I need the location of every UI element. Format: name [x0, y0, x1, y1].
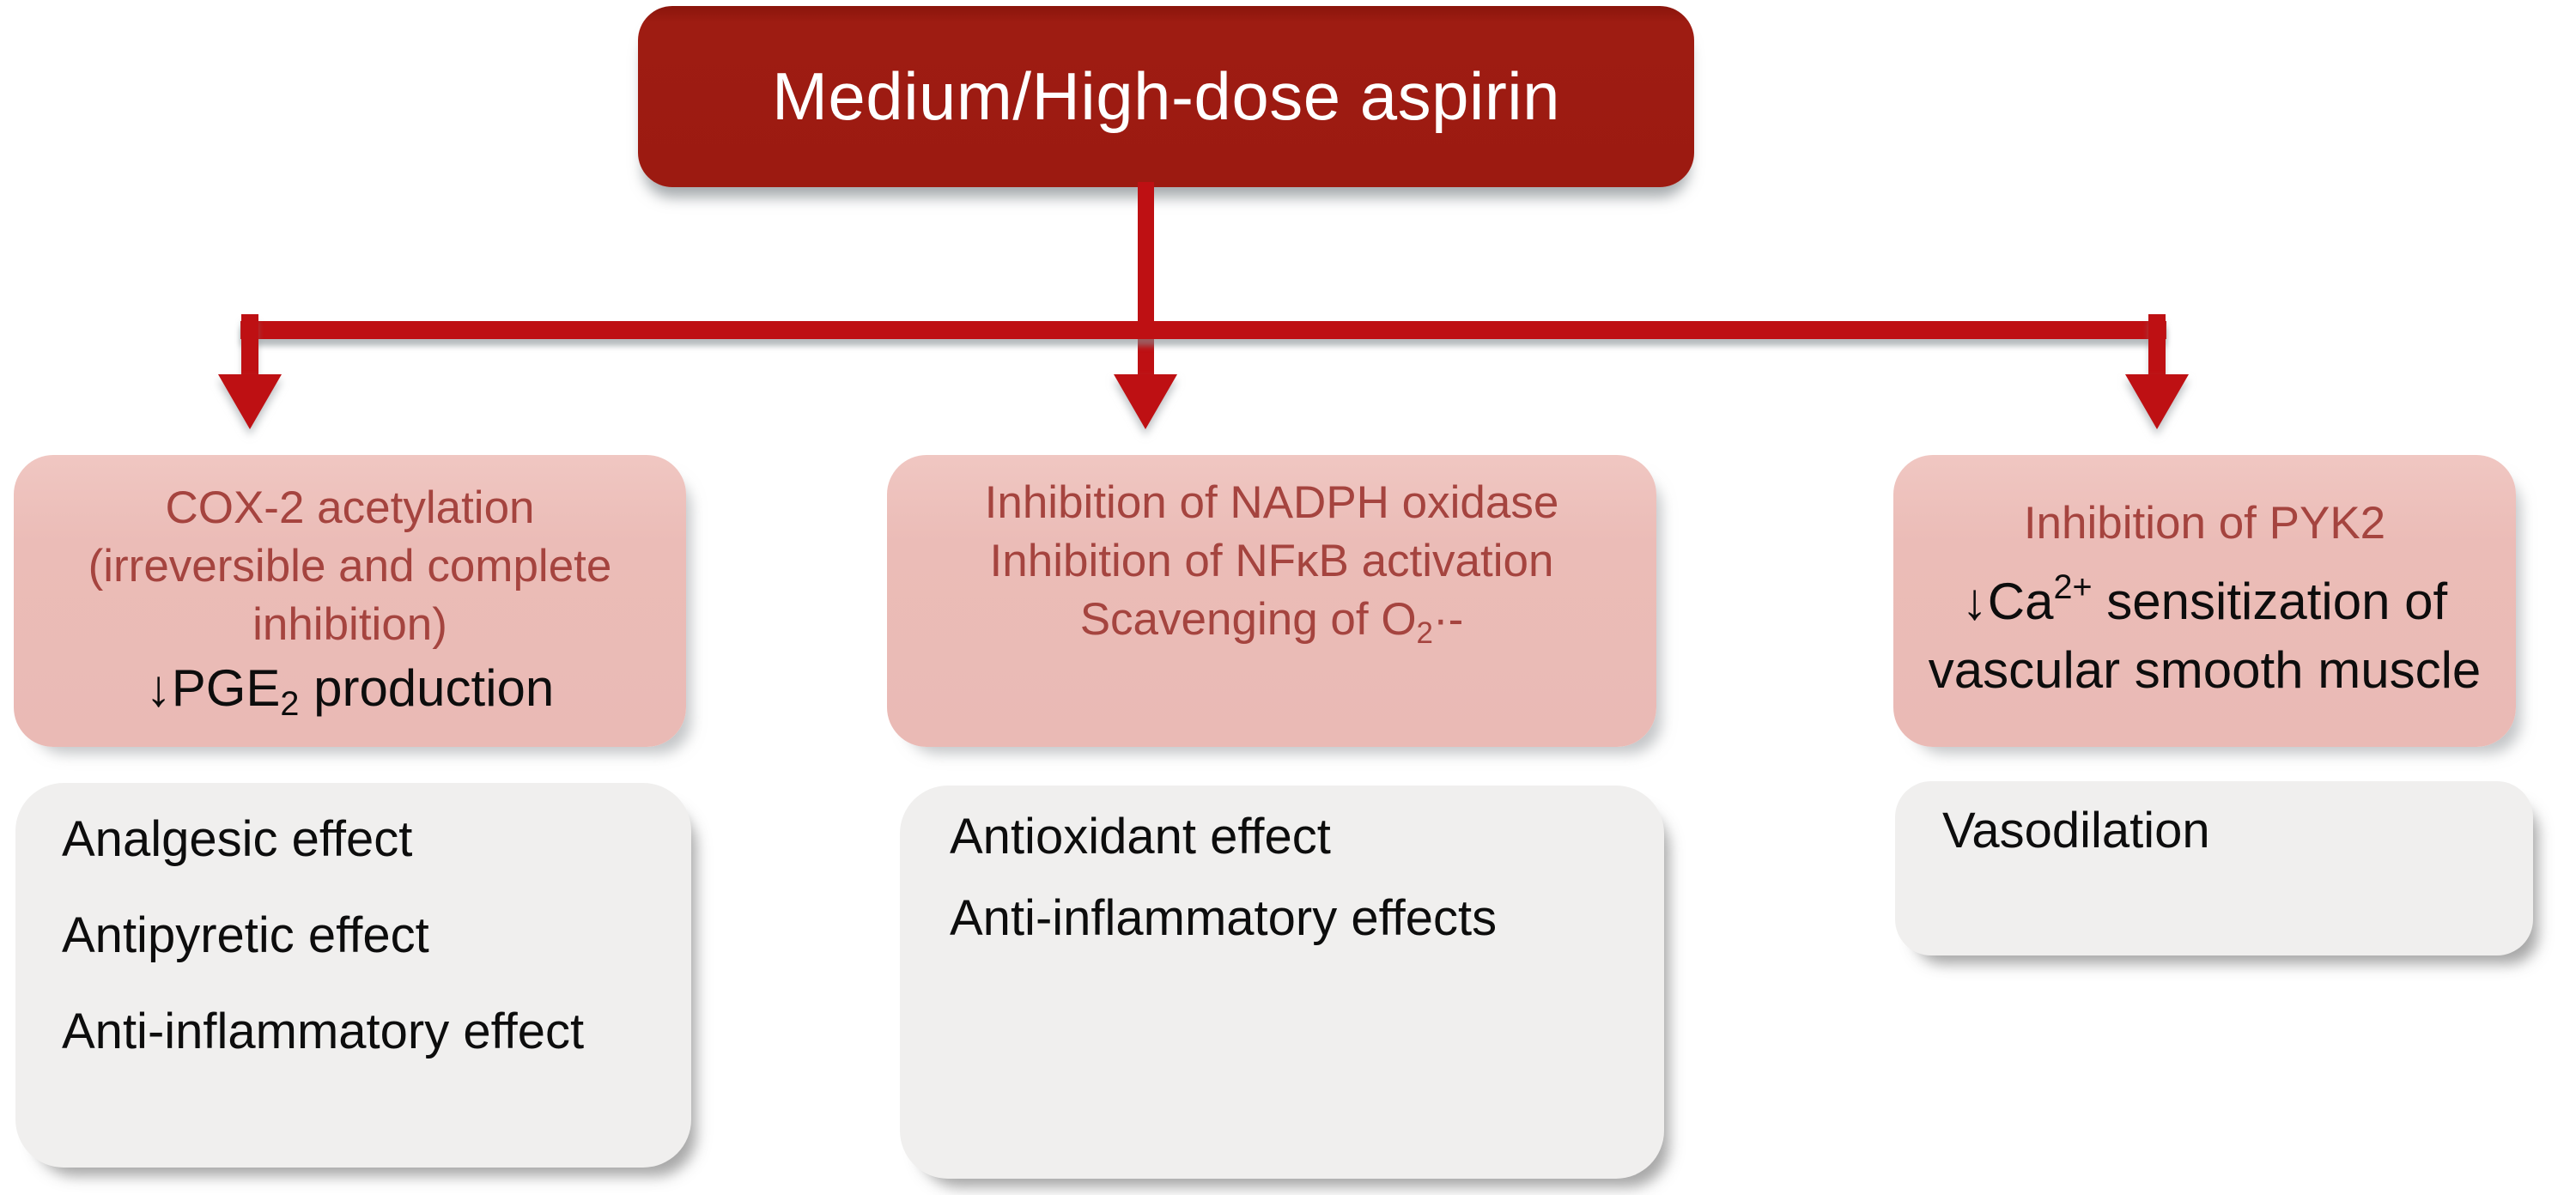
mechanism-line: ↓PGE2 production — [145, 659, 555, 724]
mechanism-line: inhibition) — [252, 599, 447, 650]
mechanism-line: COX-2 acetylation — [165, 482, 535, 533]
effects-box-pyk2: Vasodilation — [1895, 781, 2533, 955]
mechanism-line: (irreversible and complete — [88, 541, 612, 591]
mechanism-line: Scavenging of O2·- — [1079, 594, 1464, 650]
arrowhead-down-center-icon — [1114, 374, 1177, 429]
mechanism-line: Inhibition of NADPH oxidase — [984, 477, 1559, 528]
effect-line: Anti-inflammatory effects — [950, 890, 1498, 946]
root-node-medium-high-dose-aspirin: Medium/High-dose aspirin — [638, 6, 1694, 187]
mechanism-line: vascular smooth muscle — [1928, 640, 2482, 699]
effect-line: Antipyretic effect — [62, 907, 429, 963]
effect-line: Antioxidant effect — [950, 809, 1331, 864]
effect-line: Anti-inflammatory effect — [62, 1004, 585, 1059]
effect-line: Vasodilation — [1942, 803, 2210, 858]
mechanism-line: ↓Ca2+ sensitization of — [1961, 568, 2448, 630]
mechanism-box-cox2: COX-2 acetylation (irreversible and compl… — [14, 455, 686, 747]
mechanism-line: Inhibition of NFκB activation — [989, 536, 1554, 586]
mechanism-box-pyk2: Inhibition of PYK2 ↓Ca2+ sensitization of… — [1893, 455, 2516, 747]
root-node-label: Medium/High-dose aspirin — [771, 58, 1561, 134]
connector-drop-left — [241, 314, 258, 376]
mechanism-line: Inhibition of PYK2 — [2023, 498, 2386, 549]
arrowhead-down-left-icon — [218, 374, 282, 429]
effect-line: Analgesic effect — [62, 811, 413, 867]
trunk-line — [1138, 182, 1154, 379]
arrowhead-down-right-icon — [2125, 374, 2189, 429]
connector-bar — [240, 321, 2166, 339]
connector-drop-right — [2148, 314, 2166, 376]
